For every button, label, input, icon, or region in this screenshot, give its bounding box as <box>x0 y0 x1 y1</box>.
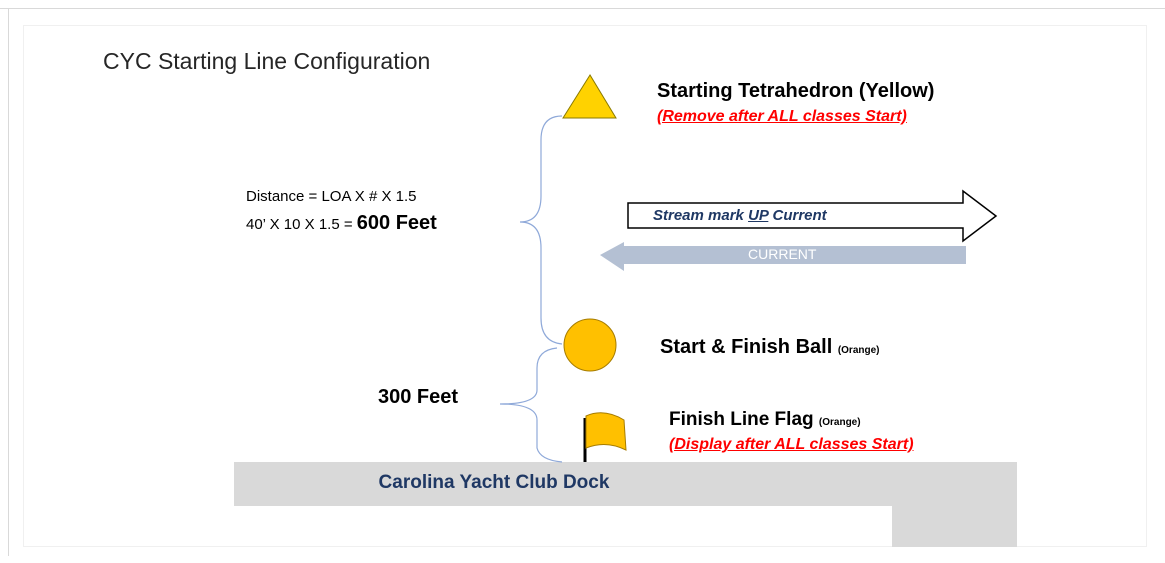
distance-calc: 40’ X 10 X 1.5 = 600 Feet <box>246 212 437 235</box>
frame-left-border <box>8 8 9 556</box>
stream-arrow <box>627 189 998 243</box>
flag-note: (Display after ALL classes Start) <box>669 436 914 453</box>
ball-label: Start & Finish Ball <box>660 336 833 358</box>
flag-label: Finish Line Flag <box>669 409 814 430</box>
finish-flag-mark <box>585 412 627 451</box>
stream-text-up: UP <box>748 207 769 224</box>
current-arrow-label: CURRENT <box>748 246 817 262</box>
dock-step <box>892 505 1017 547</box>
finish-ball-mark <box>563 318 617 372</box>
distance-brace <box>519 115 563 345</box>
stream-arrow-label: Stream mark UP Current <box>653 207 827 224</box>
diagram-title: CYC Starting Line Configuration <box>103 48 431 74</box>
stream-text-2: Current <box>768 207 827 224</box>
spacing-label: 300 Feet <box>378 386 459 408</box>
ball-qualifier: (Orange) <box>837 345 880 356</box>
tetrahedron-label: Starting Tetrahedron (Yellow) <box>657 80 935 102</box>
flag-label-row: Finish Line Flag (Orange) <box>669 409 861 431</box>
dock-platform <box>234 462 1017 506</box>
distance-calc-result: 600 Feet <box>356 212 437 234</box>
distance-calc-prefix: 40’ X 10 X 1.5 = <box>246 216 357 233</box>
dock-label: Carolina Yacht Club Dock <box>378 472 610 493</box>
stream-text-1: Stream mark <box>653 207 749 224</box>
distance-formula: Distance = LOA X # X 1.5 <box>246 188 417 205</box>
current-arrow <box>600 242 966 271</box>
ball-label-row: Start & Finish Ball (Orange) <box>660 336 879 359</box>
frame-top-border <box>0 8 1165 9</box>
flag-qualifier: (Orange) <box>818 417 861 428</box>
spacing-brace <box>499 347 563 463</box>
tetrahedron-mark <box>562 74 617 119</box>
tetrahedron-note: (Remove after ALL classes Start) <box>657 108 907 125</box>
